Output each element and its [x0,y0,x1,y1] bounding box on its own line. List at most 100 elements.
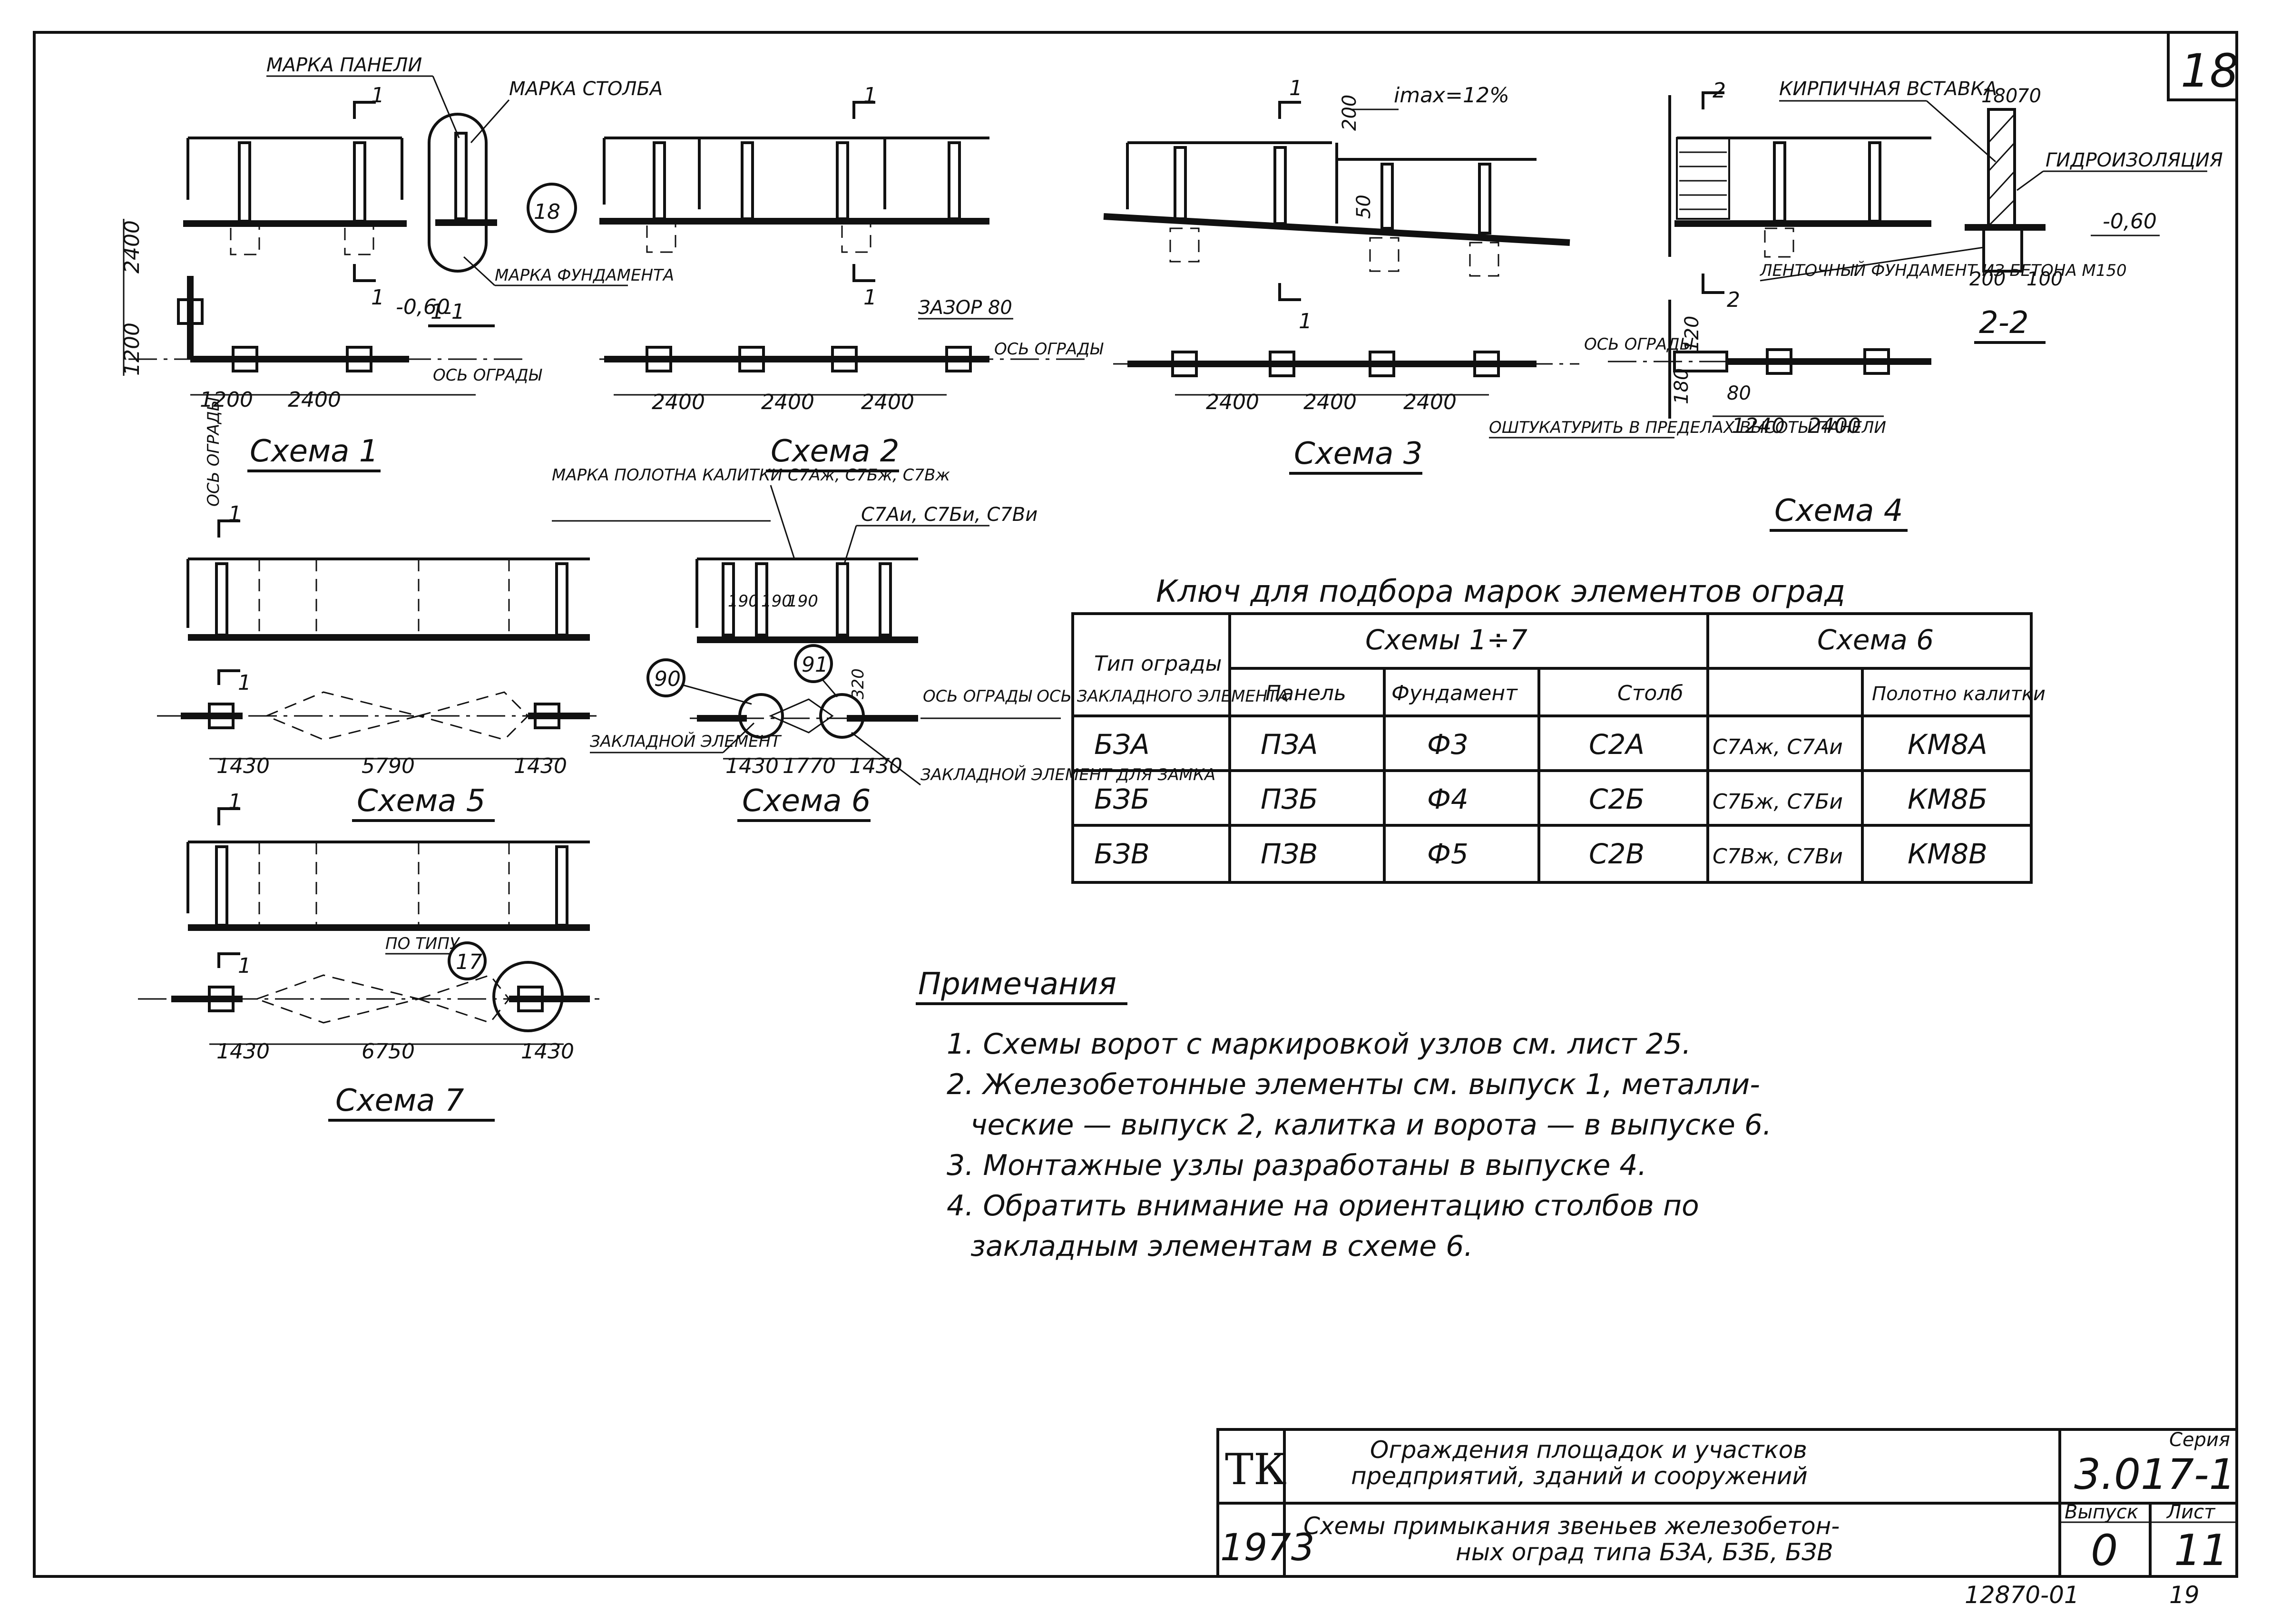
cut-label: 1 [863,83,877,108]
foundation [841,223,871,253]
tb-subtitle-2: ных оград типа БЗА, БЗБ, БЗВ [1456,1538,1833,1566]
post [1478,163,1491,235]
post-plan [1269,351,1295,377]
post [836,562,849,636]
cut-label: 2 [1713,78,1726,103]
post-plan [945,346,972,372]
leader [432,76,460,138]
header-type: Тип ограды [1094,652,1222,676]
dim: 200 [1969,268,2006,290]
table-cell-foundation: Ф4 [1427,783,1468,815]
post-plan [346,346,372,372]
post [555,562,568,636]
title-block: ТК 1973 Ограждения площадок и участков п… [1216,1428,2238,1578]
scheme-title: Схема 1 [250,434,379,469]
post-plan [646,346,672,372]
hatch [1987,113,2016,144]
post [722,562,735,636]
post-section [454,132,468,220]
dim: 80 [1727,382,1751,404]
table-cell-panel: ПЗБ [1261,783,1318,815]
post [238,141,251,223]
leader [470,99,510,143]
cut-mark [1278,101,1301,119]
leader [1760,246,1984,282]
post [836,141,849,220]
node-number: 91 [802,653,828,677]
embedded-label: ЗАКЛАДНОЙ ЭЛЕМЕНТ [590,732,782,751]
cut-mark [852,264,875,282]
series-value: 3.017-1 [2074,1450,2236,1499]
notes: Примечания [916,967,1127,1005]
brick-insert-label: КИРПИЧНАЯ ВСТАВКА [1779,78,1997,100]
dim: 2400 [1808,414,1861,438]
dim: 180 [1981,85,2017,107]
note-line: 2. Железобетонные элементы см. выпуск 1,… [947,1068,1760,1101]
cut-label: 1 [228,790,242,814]
embedded-lock-label: ЗАКЛАДНОЙ ЭЛЕМЕНТ ДЛЯ ЗАМКА [920,765,1215,784]
level-label: -0,60 [396,295,450,319]
notes-title: Примечания [918,967,1116,1002]
foundation [344,225,374,255]
dim: 2400 [288,388,341,412]
cut-mark [1702,91,1724,109]
section-outline [428,113,488,273]
cut-mark [353,101,376,119]
table-cell-post6: С7Аж, С7Аи [1713,735,1843,759]
dim: 190 [761,592,792,611]
hatch [1987,142,2016,172]
scheme-title: Схема 4 [1774,493,1903,528]
table-cell-type: БЗВ [1094,838,1150,870]
scheme-7: 1 17 ПО ТИПУ 1 1430 6750 1430 Схема 7 [138,790,599,1122]
cut-label: 1 [1289,76,1302,100]
post [1174,146,1187,220]
tb-title-1: Ограждения площадок и участков [1370,1436,1807,1464]
cut-mark [852,101,875,119]
post [741,141,754,220]
axis-label: ОСЬ ОГРАДЫ [433,366,543,385]
sloped-ground [1103,213,1570,246]
post [1773,141,1786,223]
by-type-label: ПО ТИПУ [385,934,460,953]
bottom-code: 12870-01 [1965,1581,2079,1609]
cut-mark [217,952,240,968]
dim-vertical: 2400 [120,220,144,274]
table-cell-panel: ПЗА [1261,728,1318,761]
header-panel: Панель [1265,681,1346,705]
axis-label-side: ОСЬ ОГРАДЫ [204,397,223,507]
header-scheme6: Схема 6 [1817,624,1934,656]
level-label: -0,60 [2103,209,2157,234]
scheme-2: 1 1 ЗАЗОР 80 ОСЬ ОГРАДЫ 2400 2400 2400 С… [599,83,1104,472]
post-plan [1171,351,1198,377]
post-plan [208,703,235,729]
post [1273,146,1287,225]
sheet-frame [33,31,2238,1578]
leader [770,485,795,559]
dim: 70 [2017,85,2041,107]
cut-mark [353,264,376,282]
foundation [1469,242,1499,277]
table-title: Ключ для подбора марок элементов оград [1156,574,1845,609]
hatch [1987,170,2016,201]
dim: 190 [787,592,818,611]
note-line: 4. Обратить внимание на ориентацию столб… [947,1189,1699,1223]
post [879,562,892,636]
table-cell-post: С2В [1589,838,1645,870]
post [215,845,228,927]
notes-lines: 1. Схемы ворот с маркировкой узлов см. л… [947,1027,1772,1263]
post-plan [1473,351,1500,377]
leader [2017,170,2044,191]
dim: 1430 [514,754,567,778]
node-number: 90 [654,667,681,691]
axes-label: ОСЬ ОГРАДЫ ОСЬ ЗАКЛАДНОГО ЭЛЕМЕНТА [923,687,1289,706]
post-plan [738,346,765,372]
foundation [646,223,676,253]
post-plan [831,346,858,372]
leader [843,525,857,564]
gate-swing [416,974,510,1024]
series-label: Серия [2169,1429,2230,1451]
node-marker [448,941,487,980]
detail-circle [819,693,865,739]
gap-label: ЗАЗОР 80 [918,297,1012,319]
table-cell-panel: ПЗВ [1261,838,1318,870]
